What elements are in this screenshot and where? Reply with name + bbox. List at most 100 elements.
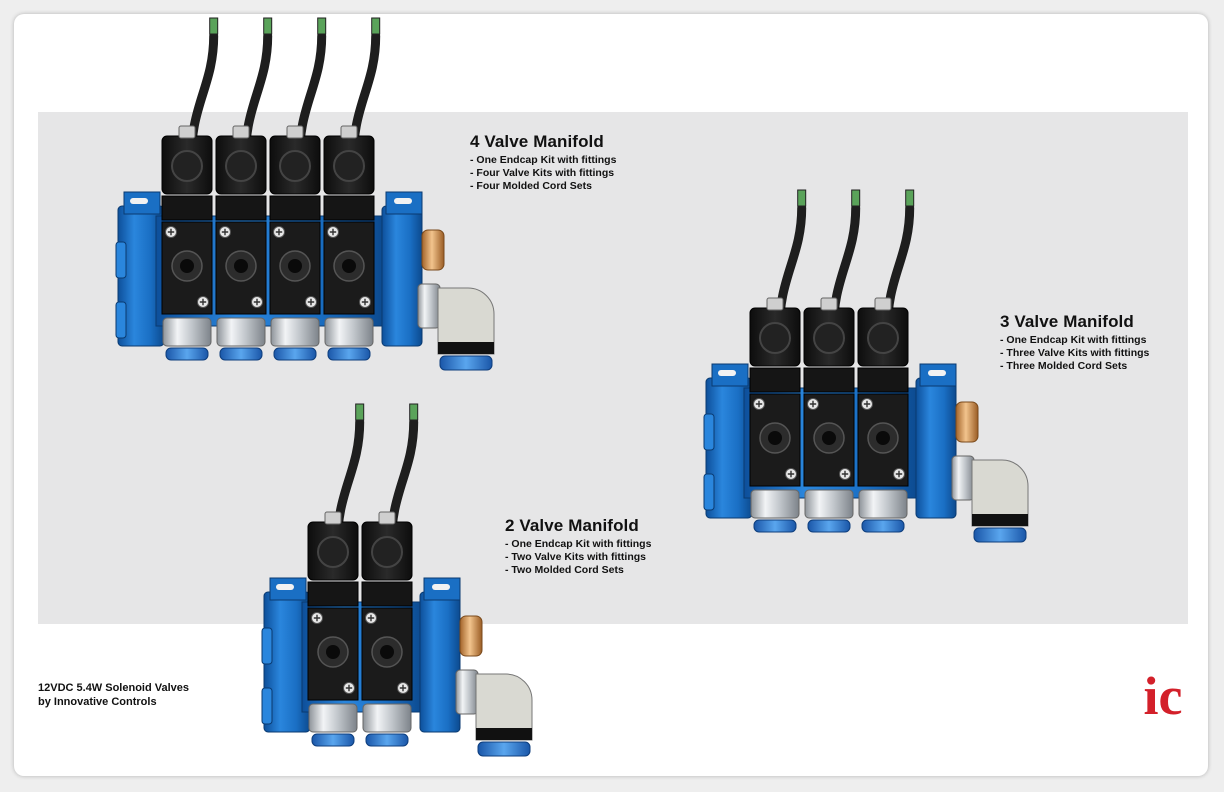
right-endcap	[915, 377, 957, 519]
list-item: One Endcap Kit with fittings	[505, 538, 651, 551]
coil-nut	[178, 125, 196, 139]
push-fitting	[162, 317, 212, 347]
coil-nut	[820, 297, 838, 311]
two-valve-title: 2 Valve Manifold	[505, 516, 639, 535]
screw-slot	[367, 614, 375, 622]
valve-port-hole	[822, 431, 836, 445]
left-port	[115, 301, 127, 339]
mount-slot	[718, 370, 736, 376]
screw-slot	[841, 470, 849, 478]
solenoid-valve	[161, 17, 219, 361]
caption-line-2: by Innovative Controls	[38, 696, 157, 708]
screw-slot	[167, 228, 175, 236]
three-valve-manifold	[703, 189, 1029, 543]
screw-slot	[253, 298, 261, 306]
fitting-release-ring	[165, 347, 209, 361]
valve-stem	[161, 195, 213, 221]
push-fitting	[216, 317, 266, 347]
coil-nut	[324, 511, 342, 525]
fitting-release-ring	[327, 347, 371, 361]
elbow-nut	[951, 455, 975, 501]
list-item: Three Valve Kits with fittings	[1000, 347, 1149, 360]
coil-connector	[867, 322, 899, 354]
left-port	[115, 241, 127, 279]
push-fitting	[858, 489, 908, 519]
fitting-release-ring	[807, 519, 851, 533]
solenoid-valve	[307, 403, 365, 747]
elbow-release-ring	[477, 741, 531, 757]
coil-connector	[371, 536, 403, 568]
push-fitting	[750, 489, 800, 519]
caption-line-1: 12VDC 5.4W Solenoid Valves	[38, 682, 190, 694]
valve-stem	[803, 367, 855, 393]
wire-end	[797, 189, 807, 207]
coil-connector	[171, 150, 203, 182]
solenoid-valve	[749, 189, 807, 533]
three-valve-title: 3 Valve Manifold	[1000, 312, 1134, 331]
list-item: Four Valve Kits with fittings	[470, 167, 616, 180]
elbow-nut	[455, 669, 479, 715]
valve-port-hole	[380, 645, 394, 659]
three-valve-label: 3 Valve Manifold One Endcap Kit with fit…	[1000, 312, 1149, 373]
coil-connector	[333, 150, 365, 182]
screw-slot	[199, 298, 207, 306]
coil-nut	[766, 297, 784, 311]
mount-slot	[276, 584, 294, 590]
right-endcap	[419, 591, 461, 733]
valve-port-hole	[180, 259, 194, 273]
wire-end	[209, 17, 219, 35]
coil-nut	[874, 297, 892, 311]
valve-port-hole	[288, 259, 302, 273]
logo-text: ic	[1144, 666, 1183, 722]
coil-connector	[813, 322, 845, 354]
elbow-release-ring	[439, 355, 493, 371]
wire-end	[355, 403, 365, 421]
mount-slot	[432, 584, 450, 590]
mount-slot	[394, 198, 412, 204]
wire-end	[409, 403, 419, 421]
elbow-collar	[972, 514, 1028, 526]
list-item: Two Valve Kits with fittings	[505, 551, 651, 564]
fitting-release-ring	[861, 519, 905, 533]
screw-slot	[307, 298, 315, 306]
elbow-collar	[438, 342, 494, 354]
solenoid-valve	[215, 17, 273, 361]
valve-port-hole	[326, 645, 340, 659]
left-port	[703, 473, 715, 511]
list-item: Three Molded Cord Sets	[1000, 360, 1149, 373]
solenoid-valve	[803, 189, 861, 533]
solenoid-valve	[361, 403, 419, 747]
wire-end	[263, 17, 273, 35]
coil-nut	[232, 125, 250, 139]
push-fitting	[324, 317, 374, 347]
fitting-release-ring	[273, 347, 317, 361]
push-fitting	[308, 703, 358, 733]
valve-port-hole	[876, 431, 890, 445]
solenoid-valve	[269, 17, 327, 361]
four-valve-label: 4 Valve Manifold One Endcap Kit with fit…	[470, 132, 616, 193]
coil-connector	[279, 150, 311, 182]
push-fitting	[362, 703, 412, 733]
brass-plug	[459, 615, 483, 657]
valve-stem	[323, 195, 375, 221]
valve-stem	[361, 581, 413, 607]
three-valve-list: One Endcap Kit with fittings Three Valve…	[1000, 334, 1149, 373]
right-endcap	[381, 205, 423, 347]
two-valve-list: One Endcap Kit with fittings Two Valve K…	[505, 538, 651, 577]
screw-slot	[787, 470, 795, 478]
valve-port-hole	[234, 259, 248, 273]
coil-nut	[286, 125, 304, 139]
screw-slot	[895, 470, 903, 478]
fitting-release-ring	[753, 519, 797, 533]
push-fitting	[804, 489, 854, 519]
screw-slot	[221, 228, 229, 236]
screw-slot	[275, 228, 283, 236]
coil-nut	[340, 125, 358, 139]
brass-plug	[421, 229, 445, 271]
valve-stem	[215, 195, 267, 221]
coil-nut	[378, 511, 396, 525]
innovative-controls-logo: ic	[1144, 666, 1183, 722]
coil-connector	[225, 150, 257, 182]
list-item: One Endcap Kit with fittings	[1000, 334, 1149, 347]
screw-slot	[329, 228, 337, 236]
